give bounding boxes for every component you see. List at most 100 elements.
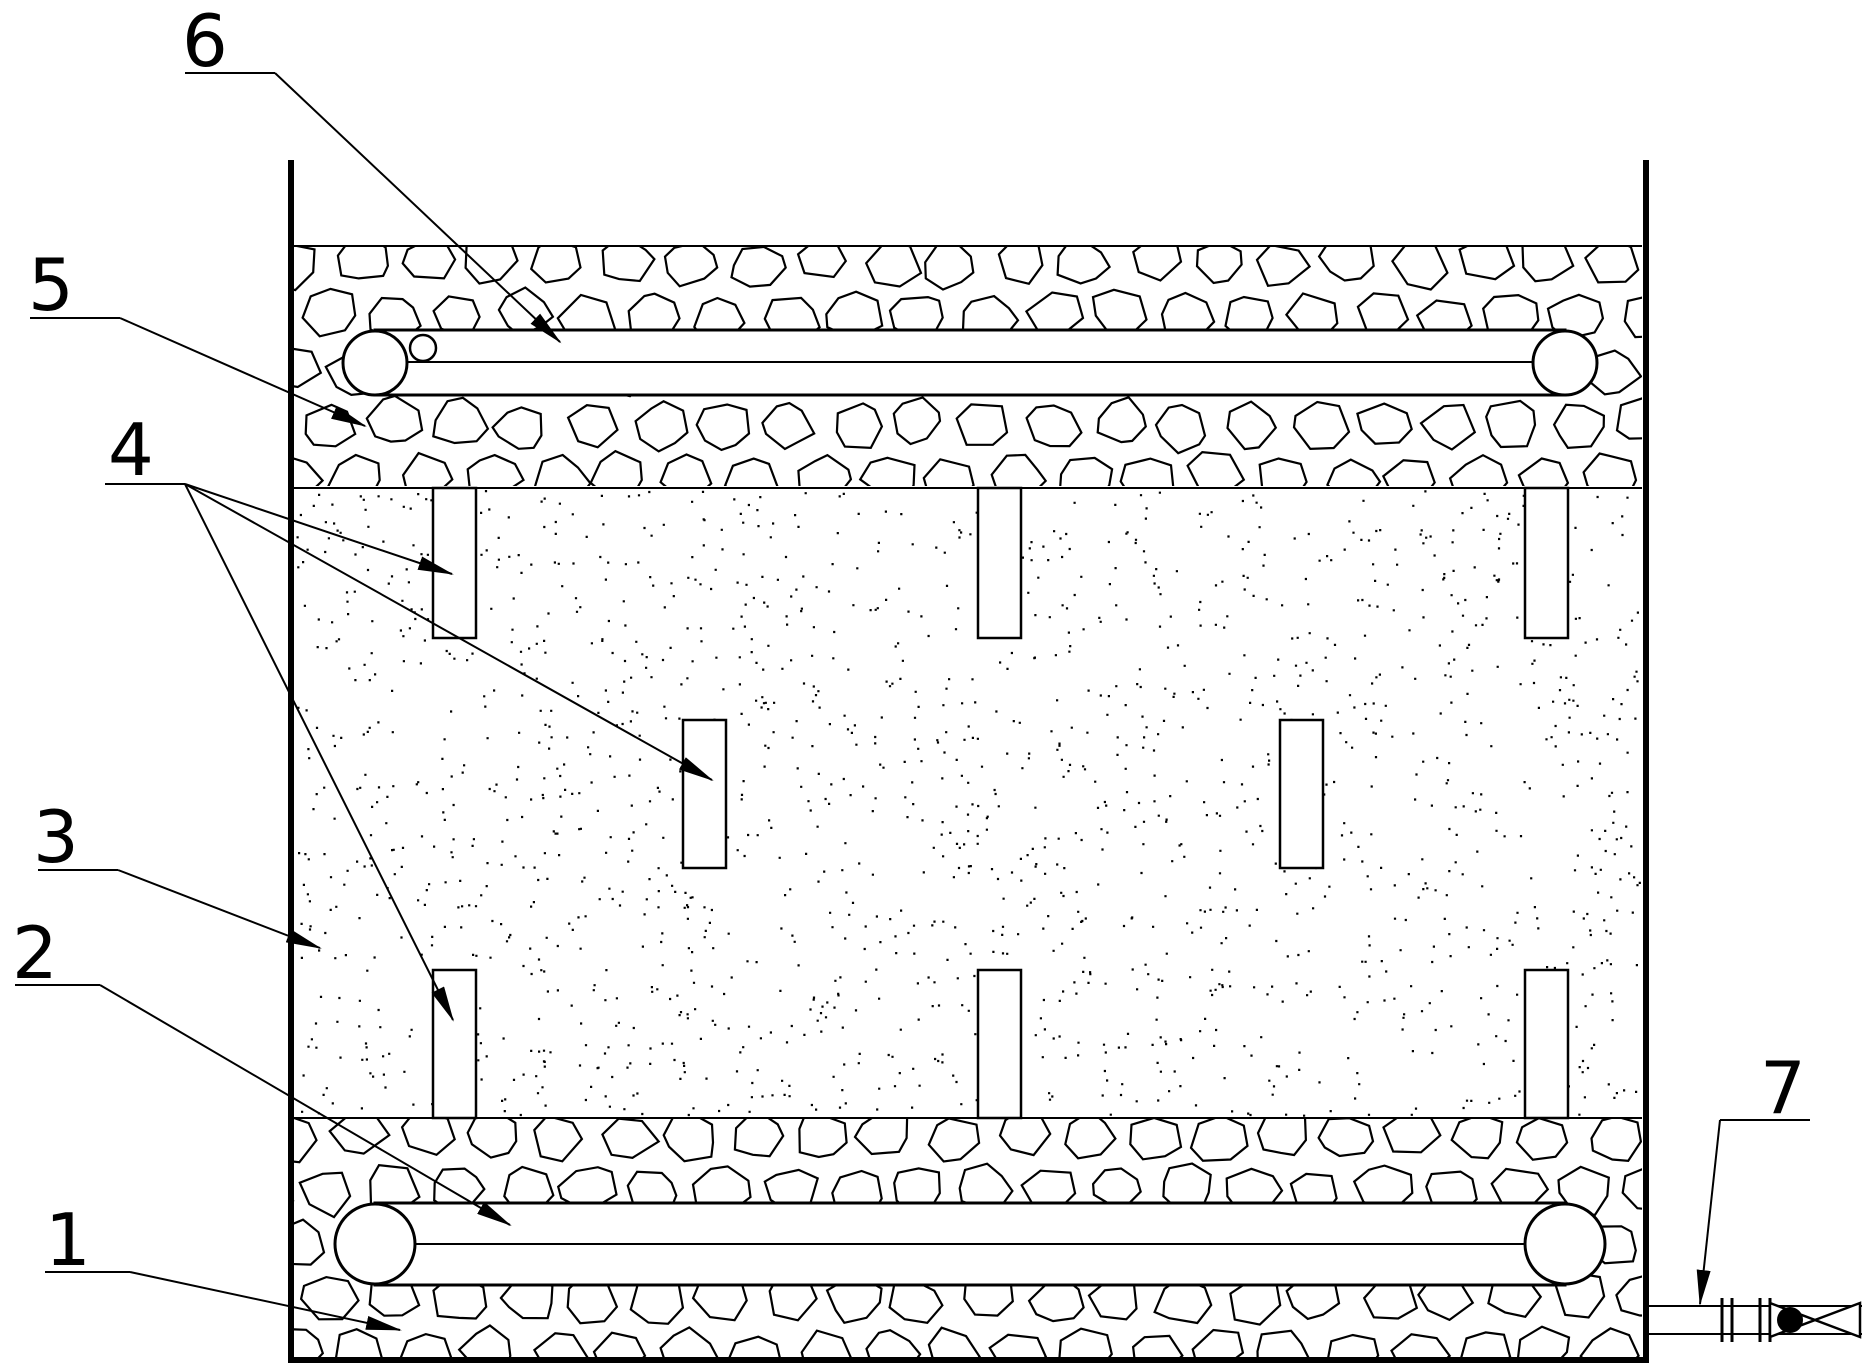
gravel-stone bbox=[533, 1118, 584, 1163]
gravel-stone bbox=[294, 1200, 295, 1202]
gravel-stone bbox=[1565, 514, 1609, 559]
gravel-stone bbox=[294, 1118, 318, 1164]
gravel-stone bbox=[334, 1328, 383, 1358]
label-7: 7 bbox=[1760, 1046, 1806, 1130]
gravel-stone bbox=[601, 246, 656, 283]
gravel-stone bbox=[1195, 246, 1243, 285]
gravel-stone bbox=[800, 1329, 853, 1358]
gravel-stone bbox=[203, 1221, 255, 1264]
gravel-stone bbox=[328, 1118, 391, 1155]
gravel-stone bbox=[466, 453, 525, 486]
gravel-stone bbox=[230, 508, 281, 553]
gravel-stone bbox=[1056, 246, 1112, 285]
gravel-stone bbox=[592, 1331, 647, 1358]
gravel-stone bbox=[990, 453, 1048, 486]
gravel-stone bbox=[896, 509, 949, 548]
gravel-stone bbox=[1096, 396, 1148, 444]
gravel-stone bbox=[1621, 1168, 1642, 1210]
gravel-stone bbox=[1326, 458, 1382, 486]
gravel-stone bbox=[1154, 403, 1207, 455]
gravel-stone bbox=[1091, 288, 1148, 337]
gravel-stone bbox=[1651, 242, 1699, 285]
gravel-stone bbox=[1623, 296, 1642, 339]
gravel-stone bbox=[294, 457, 325, 486]
rod bbox=[681, 718, 728, 870]
gravel-stone bbox=[560, 516, 612, 555]
gravel-stone bbox=[728, 1335, 782, 1358]
gravel-stone bbox=[1546, 293, 1605, 341]
gravel-stone bbox=[892, 396, 942, 446]
gravel-stone bbox=[1292, 400, 1351, 451]
gravel-stone bbox=[1091, 1167, 1142, 1208]
gravel-stone bbox=[1649, 1120, 1704, 1164]
gravel-stone bbox=[927, 1118, 981, 1163]
gravel-stone bbox=[1448, 453, 1509, 486]
rod-group bbox=[431, 486, 1570, 1120]
gravel-stone bbox=[327, 453, 381, 486]
gravel-stone bbox=[798, 1118, 848, 1159]
gravel-stone bbox=[988, 1333, 1048, 1358]
rod bbox=[431, 486, 478, 640]
gravel-stone bbox=[1129, 1118, 1183, 1161]
gravel-stone bbox=[691, 516, 747, 558]
gravel-stone bbox=[924, 246, 975, 291]
gravel-stone bbox=[853, 1118, 909, 1156]
upper-gravel-layer bbox=[230, 242, 1712, 559]
label-3: 3 bbox=[33, 795, 79, 879]
gravel-stone bbox=[1582, 452, 1638, 486]
gravel-stone bbox=[858, 456, 916, 486]
gravel-stone bbox=[1659, 1329, 1708, 1368]
gravel-stone bbox=[865, 1329, 922, 1358]
outlet-valve bbox=[1649, 1298, 1862, 1342]
gravel-stone bbox=[1225, 516, 1275, 558]
gravel-stone bbox=[659, 453, 713, 486]
gravel-stone bbox=[634, 400, 689, 453]
label-4: 4 bbox=[108, 408, 154, 492]
gravel-stone bbox=[1615, 397, 1642, 440]
gravel-stone bbox=[835, 402, 884, 450]
gravel-stone bbox=[1657, 454, 1706, 499]
gravel-stone bbox=[998, 1118, 1052, 1157]
gravel-stone bbox=[1058, 1327, 1113, 1358]
label-1: 1 bbox=[45, 1198, 91, 1282]
gravel-stone bbox=[1552, 403, 1606, 450]
gravel-stone bbox=[1256, 1329, 1310, 1358]
gravel-stone bbox=[757, 507, 814, 554]
rod bbox=[1278, 718, 1325, 870]
gravel-stone bbox=[294, 1328, 325, 1358]
gravel-stone bbox=[1419, 403, 1477, 451]
gravel-stone bbox=[1020, 508, 1073, 551]
gravel-stone bbox=[761, 401, 816, 451]
gravel-stone bbox=[1481, 293, 1540, 334]
gravel-stone bbox=[491, 406, 543, 450]
gravel-stone bbox=[401, 451, 454, 486]
rod bbox=[1523, 968, 1570, 1120]
label-6: 6 bbox=[182, 0, 228, 83]
gravel-stone bbox=[1655, 348, 1712, 395]
gravel-stone bbox=[1292, 505, 1345, 547]
gravel-stone bbox=[1423, 507, 1473, 550]
rod bbox=[976, 486, 1023, 640]
gravel-stone bbox=[1059, 456, 1114, 486]
rod bbox=[976, 968, 1023, 1120]
gravel-stone bbox=[922, 458, 975, 486]
gravel-stone bbox=[927, 1326, 981, 1358]
gravel-stone bbox=[1356, 292, 1410, 335]
gravel-stone bbox=[294, 246, 316, 292]
gravel-stone bbox=[1579, 1327, 1640, 1358]
tank-walls bbox=[288, 160, 1649, 1363]
gravel-stone bbox=[1362, 508, 1409, 554]
valve-icon bbox=[1768, 1301, 1862, 1339]
gravel-stone bbox=[1132, 246, 1183, 282]
sand-grains bbox=[296, 490, 1641, 1117]
gravel-stone bbox=[1390, 1333, 1452, 1358]
upper-pipe bbox=[341, 328, 1599, 397]
gravel-stone bbox=[1459, 1331, 1512, 1358]
gravel-stone bbox=[497, 509, 551, 549]
gravel-stone bbox=[1517, 457, 1570, 486]
gravel-stone bbox=[1516, 1325, 1571, 1358]
gravel-stone bbox=[1458, 246, 1516, 281]
gravel-stone bbox=[1256, 1118, 1308, 1157]
gravel-stone bbox=[457, 1324, 512, 1358]
lower-pipe bbox=[333, 1201, 1607, 1287]
